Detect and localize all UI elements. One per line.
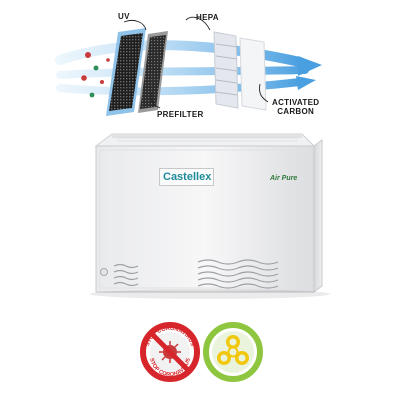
activated-carbon-label: ACTIVATED CARBON <box>272 98 319 116</box>
uv-label: UV <box>118 12 130 21</box>
particles <box>81 52 110 98</box>
virus-prohibited-icon <box>149 331 191 373</box>
sub-brand-logo: Air Pure <box>270 175 298 182</box>
power-knob <box>100 268 108 276</box>
front-vent-left <box>113 263 139 287</box>
activated-carbon-label-line2: CARBON <box>277 107 315 116</box>
uv-filter <box>106 28 146 116</box>
hepa-filter <box>213 31 239 109</box>
biohazard-icon <box>217 335 249 365</box>
activated-carbon-filter <box>239 37 267 111</box>
prefilter <box>138 31 168 113</box>
front-vent-right <box>197 259 279 289</box>
prefilter-label: PREFILTER <box>157 110 204 119</box>
brand-plate <box>159 168 214 186</box>
label-pointers <box>123 16 269 109</box>
hepa-label: HEPA <box>196 13 219 22</box>
brand-logo: Castellex <box>163 171 212 183</box>
airflow-arrows <box>55 40 322 96</box>
activated-carbon-label-line1: ACTIVATED <box>272 98 320 107</box>
air-purifier-cabinet <box>90 133 330 299</box>
stop-coronavirus-badge <box>140 322 200 382</box>
biohazard-badge <box>203 322 263 382</box>
